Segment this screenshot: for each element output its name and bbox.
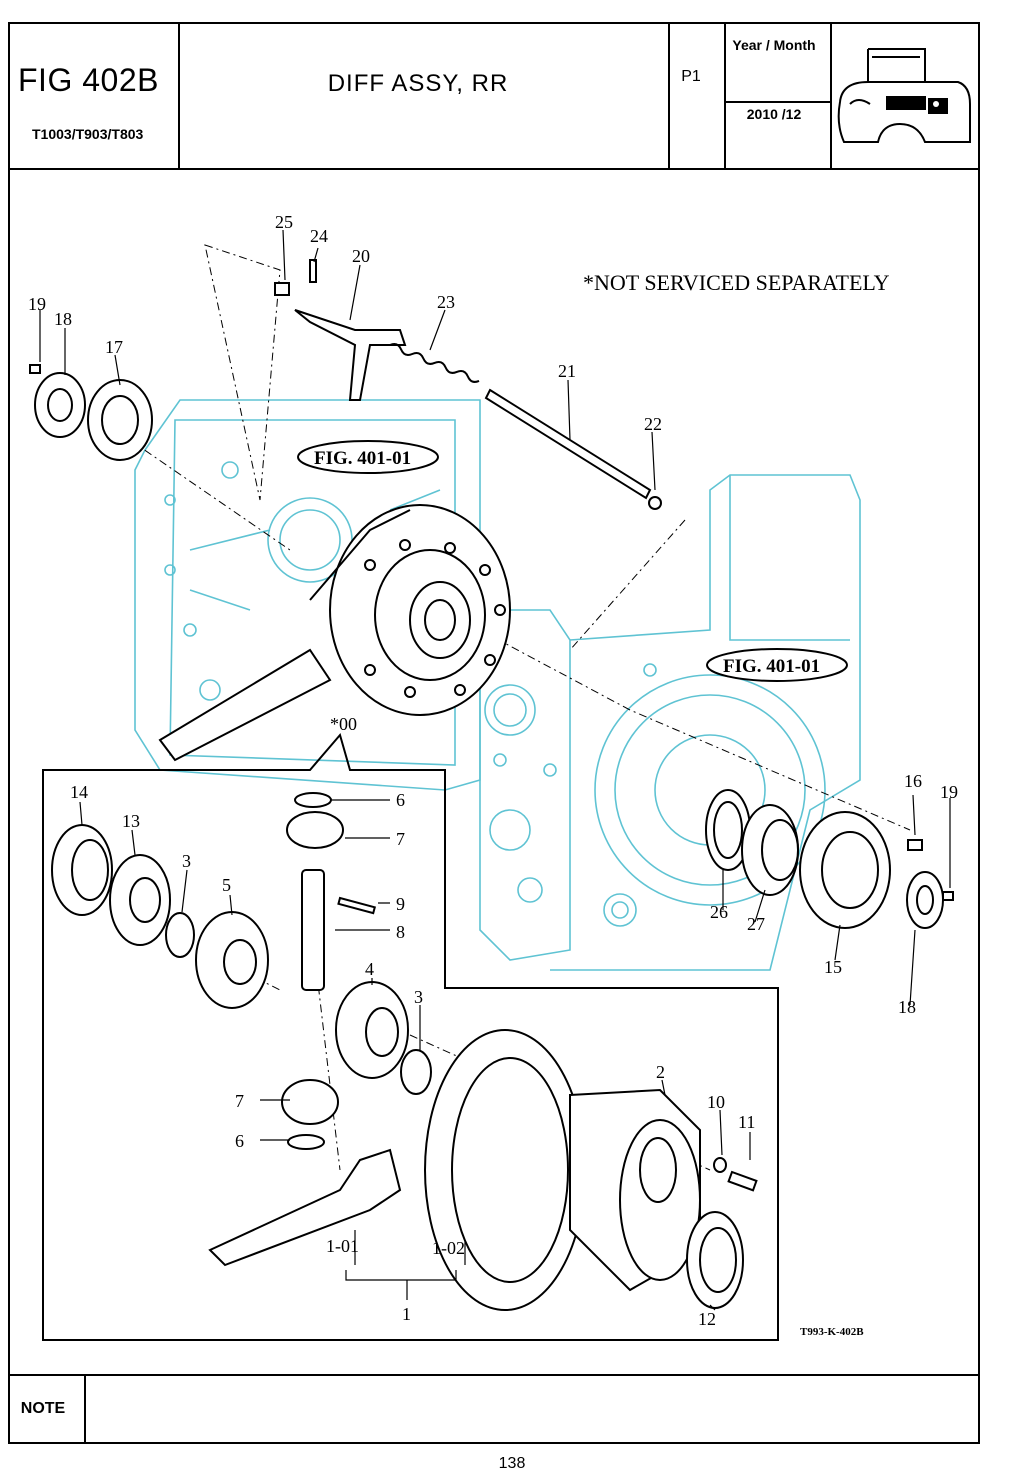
- bearing-holder-right: [705, 789, 954, 929]
- fig-ref-right: FIG. 401-01: [723, 656, 820, 677]
- callout-leaders: [39, 229, 951, 1311]
- fig-ref-right-oval: [706, 648, 848, 682]
- callout-7-lower: 7: [235, 1091, 244, 1111]
- footer-divider: [84, 1374, 86, 1443]
- exploded-parts-diagram: 25 24 20 23 21 22 19 18 17 14 13 3 5 6 7…: [28, 212, 958, 1341]
- page-code: P1: [681, 68, 701, 85]
- callout-4: 4: [365, 959, 374, 979]
- drawing-code: T993-K-402B: [800, 1326, 864, 1338]
- callout-labels: 25 24 20 23 21 22 19 18 17 14 13 3 5 6 7…: [28, 212, 958, 1329]
- page-number: 138: [498, 1455, 526, 1472]
- callout-24: 24: [310, 226, 328, 246]
- year-month-label: Year / Month: [732, 37, 816, 53]
- callout-1-02: 1-02: [432, 1238, 465, 1258]
- callout-16: 16: [904, 771, 922, 791]
- assembly-label: *00: [330, 714, 357, 734]
- note-label: NOTE: [20, 1400, 66, 1417]
- callout-18-left: 18: [54, 309, 72, 329]
- fig-number: FIG 402B: [18, 62, 159, 98]
- header-divider-1: [178, 22, 180, 169]
- detail-inset-parts: [51, 792, 758, 1311]
- callout-3-lower: 3: [414, 987, 423, 1007]
- callout-20: 20: [352, 246, 370, 266]
- callout-8: 8: [396, 922, 405, 942]
- page-title: DIFF ASSY, RR: [327, 70, 509, 97]
- header-divider-4: [830, 22, 832, 169]
- callout-17: 17: [105, 337, 123, 357]
- header-divider-3: [724, 22, 726, 169]
- callout-19-right: 19: [940, 782, 958, 802]
- callout-21: 21: [558, 361, 576, 381]
- differential-assembly-upper: [158, 504, 511, 762]
- callout-6-upper: 6: [396, 790, 405, 810]
- callout-19-left: 19: [28, 294, 46, 314]
- callout-11: 11: [738, 1112, 755, 1132]
- callout-9: 9: [396, 894, 405, 914]
- detail-inset-frame: [42, 732, 779, 1341]
- page-frame: [8, 22, 980, 1444]
- header-divider-2: [668, 22, 670, 169]
- callout-5: 5: [222, 875, 231, 895]
- fig-ref-left-oval: [297, 440, 439, 474]
- header-bottom-rule: [8, 168, 980, 170]
- callout-22: 22: [644, 414, 662, 434]
- callout-27: 27: [747, 914, 765, 934]
- footer-top-rule: [8, 1374, 980, 1376]
- tractor-icon: [837, 48, 971, 143]
- callout-23: 23: [437, 292, 455, 312]
- year-month-value: 2010 /12: [746, 106, 802, 122]
- callout-14: 14: [70, 782, 88, 802]
- header-date-rule: [724, 101, 831, 103]
- not-serviced-notice: *NOT SERVICED SEPARATELY: [583, 270, 890, 295]
- housing-right-outline: [479, 474, 861, 971]
- bearing-holder-left: [29, 364, 153, 461]
- callout-13: 13: [122, 811, 140, 831]
- callout-26: 26: [710, 902, 728, 922]
- callout-25: 25: [275, 212, 293, 232]
- callout-6-lower: 6: [235, 1131, 244, 1151]
- callout-18-right: 18: [898, 997, 916, 1017]
- callout-12: 12: [698, 1309, 716, 1329]
- callout-3-upper: 3: [182, 851, 191, 871]
- callout-10: 10: [707, 1092, 725, 1112]
- callout-15: 15: [824, 957, 842, 977]
- callout-1: 1: [402, 1304, 411, 1324]
- callout-1-01: 1-01: [326, 1236, 359, 1256]
- shift-fork-and-rod: [274, 259, 662, 510]
- fig-ref-left: FIG. 401-01: [314, 448, 411, 469]
- callout-7-upper: 7: [396, 829, 405, 849]
- callout-2: 2: [656, 1062, 665, 1082]
- model-list: T1003/T903/T803: [32, 126, 144, 142]
